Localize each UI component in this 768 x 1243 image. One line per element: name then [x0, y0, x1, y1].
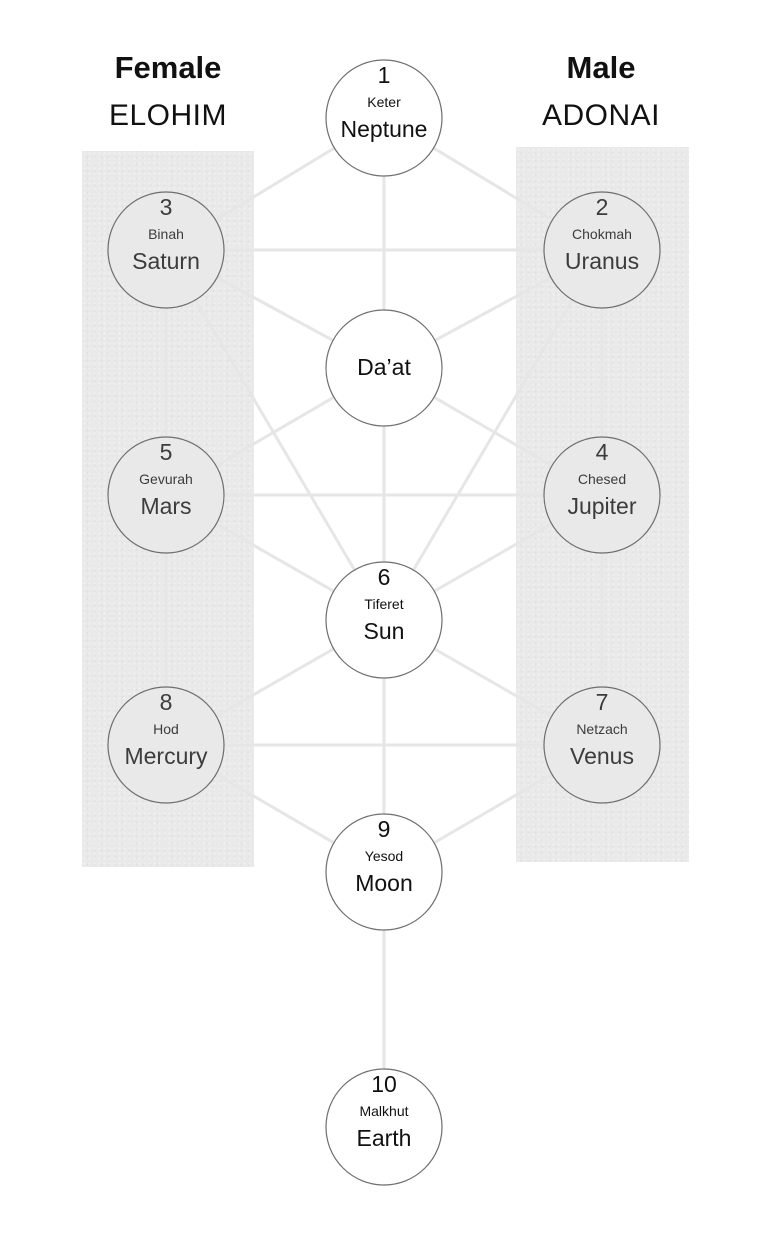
path-binah-tiferet — [164, 249, 386, 621]
sephirah-number: 9 — [377, 816, 391, 842]
sephirah-planet: Mercury — [124, 743, 208, 769]
sephirah-hebrew-name: Gevurah — [139, 471, 193, 487]
sephirah-hebrew-name: Malkhut — [359, 1103, 409, 1119]
sephirah-hebrew-name: Chesed — [577, 471, 627, 487]
male-pillar-heading: Male ADONAI — [491, 50, 711, 134]
sephirah-number: 8 — [159, 689, 173, 715]
sephirah-planet: Da’at — [357, 354, 411, 380]
sephirah-planet: Saturn — [132, 248, 200, 274]
sephirah-gevurah-circle — [107, 436, 225, 554]
sephirah-planet: Uranus — [564, 248, 640, 274]
male-label: Male — [566, 50, 636, 85]
sephirah-planet: Jupiter — [567, 493, 637, 519]
female-pillar-heading: Female ELOHIM — [58, 50, 278, 134]
sephirah-hebrew-name: Yesod — [364, 848, 404, 864]
elohim-label: ELOHIM — [108, 99, 228, 132]
sephirah-number: 5 — [159, 439, 173, 465]
sephirah-planet: Sun — [363, 618, 405, 644]
sephirah-hebrew-name: Chokmah — [572, 226, 632, 242]
sephirah-number: 10 — [371, 1071, 397, 1097]
nodes-layer — [107, 59, 661, 1186]
sephirah-hebrew-name: Keter — [367, 94, 401, 110]
sephirah-number: 4 — [595, 439, 609, 465]
sephirah-keter-circle — [325, 59, 443, 177]
sephirah-netzach-circle — [543, 686, 661, 804]
sephirah-planet: Neptune — [340, 116, 428, 142]
sephirah-malkhut-circle — [325, 1068, 443, 1186]
sephirah-hebrew-name: Tiferet — [364, 596, 404, 612]
sephirah-number: 3 — [159, 194, 173, 220]
sephirah-hod-circle — [107, 686, 225, 804]
sephirah-number: 7 — [595, 689, 609, 715]
path-chokmah-tiferet — [382, 249, 604, 621]
sephirah-planet: Venus — [570, 743, 634, 769]
sephirah-daat: Da’at — [326, 353, 442, 381]
sephirah-number: 2 — [595, 194, 609, 220]
sephirah-binah-circle — [107, 191, 225, 309]
sephirah-chokmah-circle — [543, 191, 661, 309]
sephirah-planet: Mars — [140, 493, 192, 519]
sephirah-tiferet-circle — [325, 561, 443, 679]
sephirah-hebrew-name: Hod — [153, 721, 179, 737]
sephirah-hebrew-name: Netzach — [576, 721, 628, 737]
female-label: Female — [114, 50, 222, 85]
adonai-label: ADONAI — [541, 99, 661, 132]
sephirah-planet: Earth — [356, 1125, 412, 1151]
sephirah-chesed-circle — [543, 436, 661, 554]
sephirah-yesod-circle — [325, 813, 443, 931]
sephirah-daat-circle — [325, 309, 443, 427]
sephirah-planet: Moon — [355, 870, 413, 896]
sephirah-hebrew-name: Binah — [148, 226, 184, 242]
sephirah-number: 6 — [377, 564, 391, 590]
sephirah-number: 1 — [377, 62, 391, 88]
